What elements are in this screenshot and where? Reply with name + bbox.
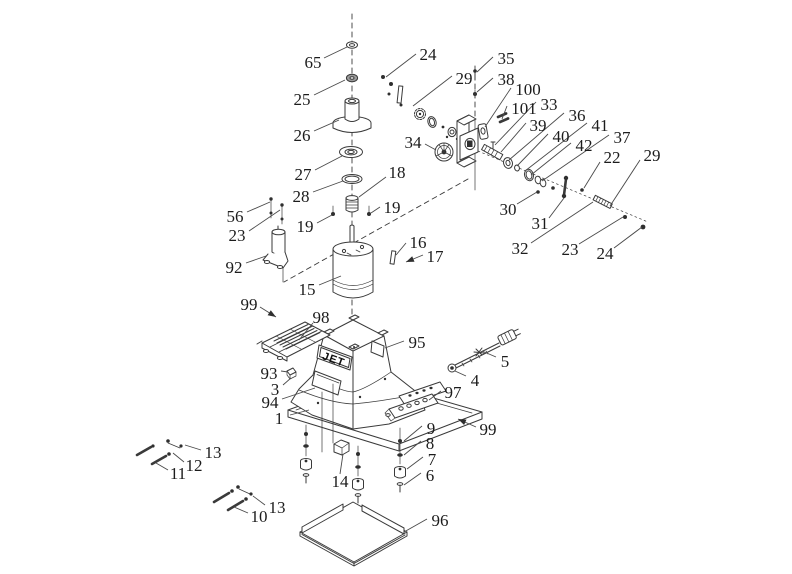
chip-tray xyxy=(299,501,408,567)
callout-23-a: 23 xyxy=(229,226,246,245)
callout-19-b: 19 xyxy=(297,217,314,236)
callout-92: 92 xyxy=(226,258,243,277)
callout-6: 6 xyxy=(426,466,435,485)
callout-96: 96 xyxy=(432,511,449,530)
callout-100: 100 xyxy=(515,80,541,99)
callout-12: 12 xyxy=(186,456,203,475)
callout-25: 25 xyxy=(294,90,311,109)
callout-9: 9 xyxy=(427,419,436,438)
arrowhead-17 xyxy=(406,256,415,262)
callout-27: 27 xyxy=(295,165,313,184)
callout-4: 4 xyxy=(471,371,480,390)
arrowhead-99-right xyxy=(458,419,467,425)
callout-36: 36 xyxy=(569,106,586,125)
callout-28: 28 xyxy=(293,187,310,206)
callout-3: 3 xyxy=(271,380,280,399)
arrowhead-99-left xyxy=(267,310,276,317)
callout-31: 31 xyxy=(532,214,549,233)
callout-99-a: 99 xyxy=(241,295,258,314)
callout-30: 30 xyxy=(500,200,517,219)
foot-hardware xyxy=(300,424,406,504)
callout-26: 26 xyxy=(294,126,311,145)
callout-1: 1 xyxy=(275,409,284,428)
callout-37: 37 xyxy=(614,128,632,147)
callout-10: 10 xyxy=(251,507,268,526)
callout-5: 5 xyxy=(501,352,510,371)
callout-34: 34 xyxy=(405,133,423,152)
callout-29-b: 29 xyxy=(644,146,661,165)
shaft-hardware xyxy=(477,143,649,230)
terminal-strips xyxy=(384,381,447,422)
callout-35: 35 xyxy=(498,49,515,68)
callout-93: 93 xyxy=(261,364,278,383)
callout-41: 41 xyxy=(592,116,609,135)
switch-box xyxy=(321,383,350,456)
callout-38: 38 xyxy=(498,70,515,89)
callout-23-b: 23 xyxy=(562,240,579,259)
callout-97: 97 xyxy=(445,383,463,402)
callout-65: 65 xyxy=(305,53,322,72)
spindle-stack xyxy=(331,41,372,216)
upper-hardware xyxy=(381,75,459,141)
callout-40: 40 xyxy=(553,127,570,146)
capacitor xyxy=(262,197,289,283)
callouts: 65 24 35 29 38 100 101 25 33 36 39 41 40… xyxy=(170,45,661,530)
fin-plate xyxy=(256,321,331,362)
callout-99-b: 99 xyxy=(480,420,497,439)
callout-29-a: 29 xyxy=(456,69,473,88)
handwheel xyxy=(434,142,454,162)
callout-95: 95 xyxy=(409,333,426,352)
callout-13-b: 13 xyxy=(269,498,286,517)
callout-11: 11 xyxy=(170,464,186,483)
callout-17: 17 xyxy=(427,247,445,266)
callout-94: 94 xyxy=(262,393,280,412)
callout-24-b: 24 xyxy=(597,244,615,263)
callout-7: 7 xyxy=(428,450,437,469)
loose-screws xyxy=(135,439,253,512)
callout-101: 101 xyxy=(511,99,537,118)
callout-16: 16 xyxy=(410,233,427,252)
callout-33: 33 xyxy=(541,95,558,114)
callout-24-a: 24 xyxy=(420,45,438,64)
callout-56: 56 xyxy=(227,207,244,226)
callout-14: 14 xyxy=(332,472,350,491)
callout-18: 18 xyxy=(389,163,406,182)
leader-lines xyxy=(155,46,643,533)
gearbox-bracket xyxy=(456,114,496,168)
callout-32: 32 xyxy=(512,239,529,258)
callout-19-a: 19 xyxy=(384,198,401,217)
callout-15: 15 xyxy=(299,280,316,299)
callout-42: 42 xyxy=(576,136,593,155)
callout-39: 39 xyxy=(530,116,547,135)
callout-8: 8 xyxy=(426,434,435,453)
main-housing: JET xyxy=(286,314,426,430)
callout-13-a: 13 xyxy=(205,443,222,462)
callout-22: 22 xyxy=(604,148,621,167)
power-cord xyxy=(447,328,521,373)
motor xyxy=(332,224,397,299)
callout-98: 98 xyxy=(313,308,330,327)
